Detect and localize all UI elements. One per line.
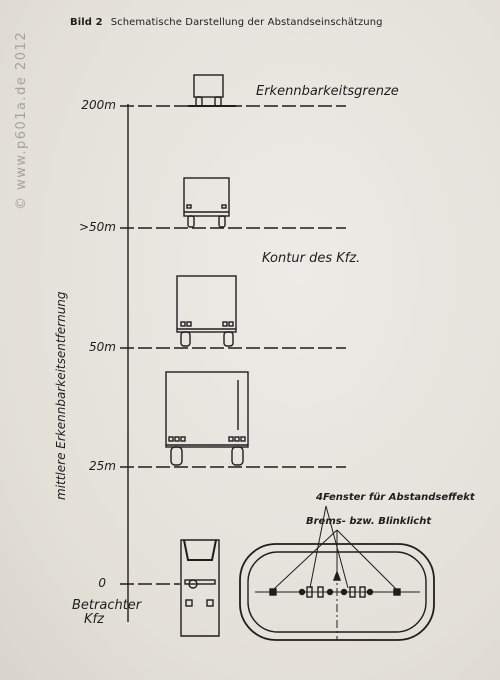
figure-caption: Bild 2 Schematische Darstellung der Absta… (70, 17, 383, 28)
recognition-limit-label: Erkennbarkeitsgrenze (256, 84, 399, 99)
observer-label-line1: Betrachter (72, 598, 142, 613)
tick-gt50m: >50m (78, 220, 116, 234)
observer-vehicle (180, 539, 220, 637)
observer-label-line2: Kfz (84, 612, 104, 627)
windows-label: 4Fenster für Abstandseffekt (316, 492, 475, 503)
brake-light-label: Brems- bzw. Blinklicht (306, 516, 432, 527)
figure-number: Bild 2 (70, 17, 103, 28)
vehicle-50m (176, 275, 237, 347)
vehicle-gt50m (183, 177, 230, 228)
vehicle-contour-label: Kontur des Kfz. (262, 251, 361, 266)
tick-200m: 200m (81, 98, 116, 112)
tick-0: 0 (98, 576, 106, 590)
leader-lines (273, 505, 397, 590)
figure-title: Schematische Darstellung der Abstandsein… (110, 17, 383, 28)
tick-50m: 50m (89, 340, 116, 354)
tick-25m: 25m (89, 459, 116, 473)
vehicle-200m (193, 74, 224, 107)
vehicle-25m (165, 371, 249, 466)
